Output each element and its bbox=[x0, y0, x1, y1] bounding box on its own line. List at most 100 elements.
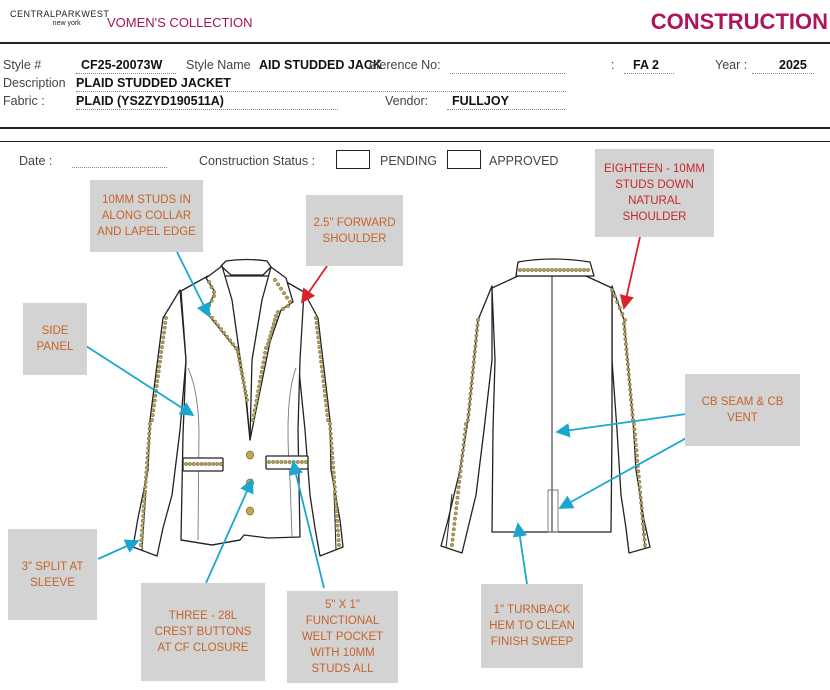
stud bbox=[475, 323, 480, 328]
stud bbox=[538, 268, 542, 272]
stud bbox=[254, 398, 259, 403]
stud bbox=[530, 268, 534, 272]
stud bbox=[450, 537, 455, 542]
stud bbox=[320, 369, 325, 374]
stud bbox=[472, 354, 477, 359]
stud bbox=[255, 394, 260, 398]
stud bbox=[243, 389, 248, 394]
construction-status-label: Construction Status : bbox=[199, 154, 316, 168]
stud bbox=[451, 527, 456, 532]
stud bbox=[546, 268, 550, 272]
stud bbox=[276, 282, 280, 287]
stud bbox=[331, 470, 336, 475]
stud bbox=[161, 335, 166, 340]
stud bbox=[267, 338, 272, 342]
stud bbox=[328, 426, 333, 431]
arrow-studs-collar bbox=[176, 251, 210, 318]
stud bbox=[329, 436, 334, 441]
arrow-studs-shoulder bbox=[619, 236, 641, 310]
reference-label: eference No: bbox=[369, 58, 441, 72]
stud bbox=[582, 268, 586, 272]
stud bbox=[315, 325, 320, 330]
stud bbox=[184, 462, 188, 466]
arrow-welt-pocket bbox=[289, 460, 325, 589]
stud bbox=[451, 532, 456, 537]
stud bbox=[315, 330, 320, 335]
stud bbox=[471, 360, 476, 365]
stud bbox=[259, 370, 264, 374]
pending-checkbox[interactable] bbox=[336, 150, 370, 169]
callout-cb-seam: CB SEAM & CB VENT bbox=[685, 374, 800, 446]
stud bbox=[328, 431, 333, 436]
stud bbox=[328, 422, 332, 426]
stud bbox=[334, 504, 339, 509]
stud bbox=[470, 375, 475, 380]
stud bbox=[323, 393, 328, 398]
stud bbox=[143, 489, 147, 494]
callout-turnback-hem: 1" TURNBACK HEM TO CLEAN FINISH SWEEP bbox=[481, 584, 583, 668]
stud bbox=[143, 480, 148, 485]
stud bbox=[633, 432, 637, 437]
season-colon: : bbox=[611, 58, 615, 72]
stud bbox=[335, 518, 340, 523]
stud bbox=[627, 382, 632, 387]
stud bbox=[628, 387, 633, 392]
stud bbox=[570, 268, 574, 272]
back-collar bbox=[515, 258, 595, 277]
stud bbox=[332, 475, 336, 480]
stud bbox=[632, 427, 637, 432]
stud bbox=[241, 380, 246, 385]
fabric-value: PLAID (YS2ZYD190511A) bbox=[76, 94, 224, 108]
stud bbox=[187, 462, 192, 466]
stud bbox=[150, 413, 155, 418]
stud bbox=[162, 330, 166, 335]
stud bbox=[142, 499, 147, 504]
stud bbox=[242, 384, 247, 389]
stud bbox=[158, 354, 163, 359]
date-field[interactable] bbox=[72, 167, 167, 168]
stud bbox=[251, 418, 255, 422]
stud bbox=[238, 363, 243, 368]
stud bbox=[333, 494, 338, 499]
stud bbox=[211, 462, 216, 466]
stud bbox=[454, 500, 459, 505]
stud bbox=[147, 426, 152, 431]
stud bbox=[470, 370, 475, 375]
stud bbox=[456, 485, 461, 490]
description-line bbox=[76, 91, 566, 92]
pending-label: PENDING bbox=[380, 154, 437, 168]
stud bbox=[164, 316, 168, 320]
stud bbox=[282, 291, 286, 296]
arrow-forward-shoulder bbox=[300, 265, 328, 304]
stud bbox=[260, 365, 265, 370]
stud bbox=[334, 514, 339, 518]
stud bbox=[146, 436, 151, 441]
stud bbox=[632, 422, 636, 426]
stud bbox=[461, 443, 466, 447]
stud bbox=[325, 413, 330, 418]
stud bbox=[145, 455, 150, 460]
stud bbox=[472, 349, 477, 354]
arrow-side-panel bbox=[85, 345, 195, 416]
stud bbox=[534, 268, 538, 272]
stud bbox=[258, 374, 263, 379]
stud bbox=[639, 500, 644, 505]
stud bbox=[286, 304, 290, 308]
description-value: PLAID STUDDED JACKET bbox=[76, 76, 231, 90]
stud bbox=[630, 412, 635, 417]
stud bbox=[467, 402, 472, 407]
stud bbox=[476, 318, 480, 322]
stud bbox=[287, 460, 292, 464]
stud bbox=[314, 316, 318, 320]
style-name-label: Style Name bbox=[186, 58, 251, 72]
stud bbox=[636, 469, 641, 474]
stud bbox=[285, 295, 289, 300]
stud bbox=[474, 328, 479, 333]
stud bbox=[264, 346, 268, 350]
arrow-cb-vent bbox=[558, 435, 691, 509]
stud bbox=[326, 418, 330, 422]
stud bbox=[462, 437, 467, 442]
stud bbox=[640, 516, 645, 521]
approved-checkbox[interactable] bbox=[447, 150, 481, 169]
stud bbox=[550, 268, 554, 272]
